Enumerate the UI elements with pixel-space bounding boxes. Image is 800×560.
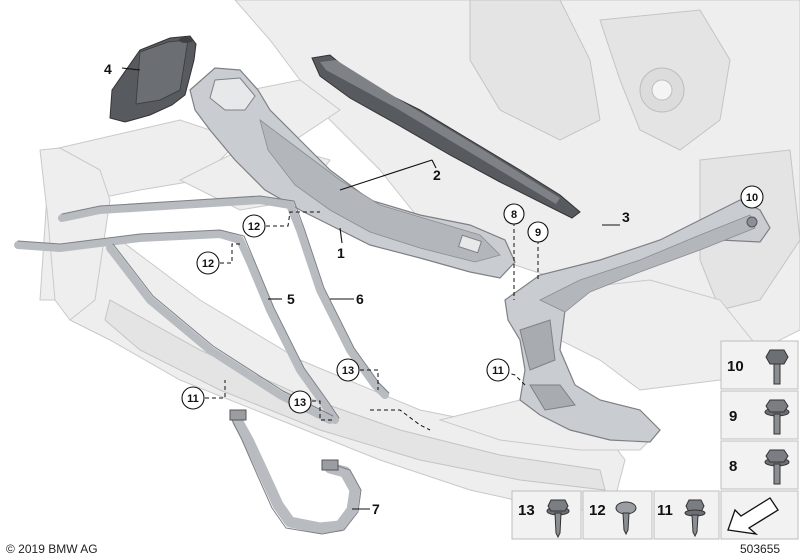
svg-text:12: 12 <box>589 502 606 519</box>
svg-text:13: 13 <box>518 502 535 519</box>
fastener-legend: 10 9 8 13 <box>511 340 799 540</box>
svg-text:10: 10 <box>746 192 758 204</box>
callout-11-left: 11 <box>181 386 205 410</box>
legend-item-9: 9 <box>720 390 799 440</box>
screw-icon <box>615 501 637 536</box>
callout-13-right: 13 <box>336 358 360 382</box>
callout-1: 1 <box>337 245 345 261</box>
svg-text:8: 8 <box>511 209 517 221</box>
svg-text:8: 8 <box>729 458 737 475</box>
svg-text:10: 10 <box>727 358 744 375</box>
legend-item-11: 11 <box>653 490 720 540</box>
part-6-strut <box>58 195 390 399</box>
callout-12-lower: 12 <box>196 251 220 275</box>
bolt-icon <box>764 449 790 485</box>
direction-arrow-icon <box>727 497 779 535</box>
callout-5: 5 <box>287 291 295 307</box>
callout-8: 8 <box>503 203 525 225</box>
svg-text:13: 13 <box>342 365 354 377</box>
legend-direction-box <box>720 490 799 540</box>
callout-12-upper: 12 <box>242 214 266 238</box>
callout-13-left: 13 <box>288 390 312 414</box>
callout-10: 10 <box>740 185 764 209</box>
leader-lines <box>121 67 753 510</box>
callout-9: 9 <box>527 221 549 243</box>
svg-text:12: 12 <box>202 258 214 270</box>
copyright-text: © 2019 BMW AG <box>6 542 98 556</box>
legend-item-8: 8 <box>720 440 799 490</box>
part-7-bracket <box>229 409 362 535</box>
svg-text:13: 13 <box>294 397 306 409</box>
svg-text:11: 11 <box>657 502 673 519</box>
svg-text:11: 11 <box>187 393 199 405</box>
diagram-number: 503655 <box>740 542 780 556</box>
part-1-cross-member <box>189 67 516 279</box>
part-3-support <box>504 199 771 443</box>
bolt-icon <box>764 399 790 435</box>
callout-labels: 4 2 1 3 5 6 7 <box>104 61 630 517</box>
screw-icon <box>684 499 706 538</box>
svg-text:9: 9 <box>535 227 541 239</box>
callout-6: 6 <box>356 291 364 307</box>
legend-item-10: 10 <box>720 340 799 390</box>
screw-icon <box>546 499 570 539</box>
circled-callouts: 12 12 13 13 11 11 8 9 <box>181 185 764 414</box>
svg-text:11: 11 <box>492 365 504 377</box>
callout-3: 3 <box>622 209 630 225</box>
callout-2: 2 <box>433 167 441 183</box>
callout-11-right: 11 <box>486 358 510 382</box>
part-4-cover <box>109 35 197 123</box>
part-2-bracket <box>311 54 581 219</box>
callout-4: 4 <box>104 61 112 77</box>
legend-item-13: 13 <box>511 490 582 540</box>
legend-item-12: 12 <box>582 490 653 540</box>
svg-text:9: 9 <box>729 408 737 425</box>
svg-text:12: 12 <box>248 221 260 233</box>
callout-7: 7 <box>372 501 380 517</box>
bolt-icon <box>765 349 789 385</box>
